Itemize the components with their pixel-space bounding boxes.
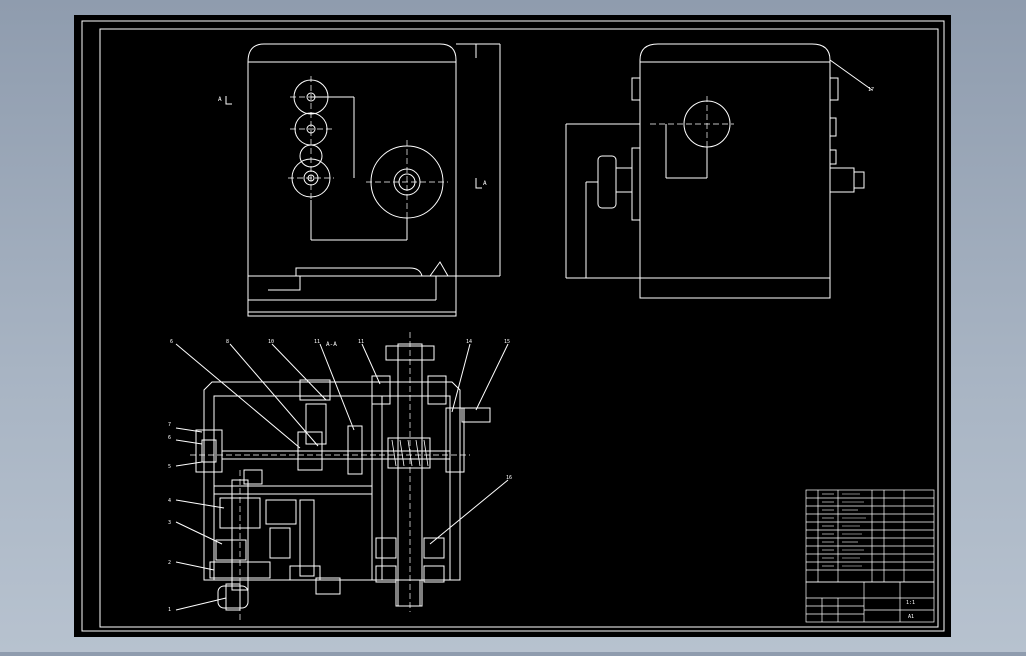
callout-1: 1 [168, 607, 171, 613]
housing-outline [203, 381, 461, 581]
callout-7: 7 [168, 422, 171, 428]
callout-16: 16 [506, 475, 512, 481]
parts-list [805, 489, 935, 583]
callout-3: 3 [168, 520, 171, 526]
side-view-outline [639, 43, 831, 299]
callout-6: 6 [170, 339, 173, 345]
output-knob [217, 585, 249, 609]
title-block-scale: 1:1 [906, 600, 915, 606]
front-view-outline [247, 43, 457, 317]
worm [387, 437, 431, 469]
callout-11b: 11 [358, 339, 364, 345]
side-view [565, 43, 873, 299]
section-view [175, 332, 509, 620]
worm-wheel [297, 431, 323, 471]
callout-14: 14 [466, 339, 472, 345]
view-label-a-right: A [483, 180, 487, 187]
callout-8: 8 [226, 339, 229, 345]
callout-11a: 11 [314, 339, 320, 345]
title-block-sheet: A1 [908, 614, 914, 620]
outer-border [81, 20, 945, 632]
callout-17: 17 [868, 87, 874, 93]
front-view [225, 43, 501, 317]
inner-border [99, 28, 939, 628]
callout-15: 15 [504, 339, 510, 345]
callout-2: 2 [168, 560, 171, 566]
section-title: A-A [326, 341, 337, 348]
title-block [805, 581, 935, 623]
view-label-a-top: A [218, 96, 222, 103]
drawing-sheet [74, 15, 951, 637]
callout-4: 4 [168, 498, 171, 504]
callout-10: 10 [268, 339, 274, 345]
callout-5: 5 [168, 464, 171, 470]
callout-6b: 6 [168, 435, 171, 441]
